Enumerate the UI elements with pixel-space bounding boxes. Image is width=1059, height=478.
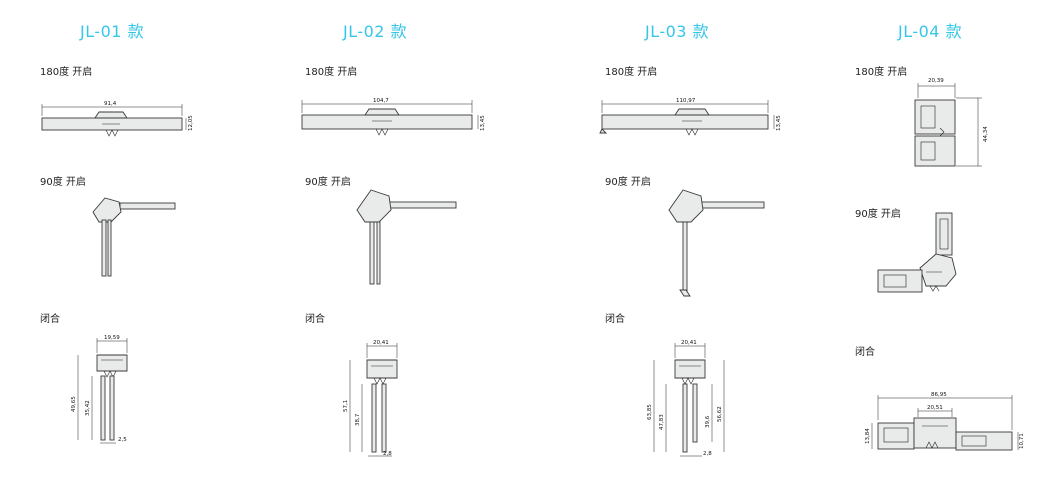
jl01-label-closed: 闭合 bbox=[40, 314, 60, 325]
jl03-open90-drawing bbox=[668, 189, 765, 297]
model-title-jl04: JL-04 款 bbox=[898, 22, 963, 41]
jl04-label-180: 180度 开启 bbox=[855, 67, 908, 78]
jl01-label-180: 180度 开启 bbox=[40, 67, 93, 78]
jl01-dim-closed-base: 2,5 bbox=[118, 437, 127, 443]
jl01-open90-drawing bbox=[92, 197, 176, 277]
jl01-dim-open180-width: 91,4 bbox=[104, 101, 117, 107]
jl03-label-180: 180度 开启 bbox=[605, 67, 658, 78]
jl02-dim-closed-height1: 57,1 bbox=[343, 400, 349, 412]
jl03-dim-closed-height1: 63,85 bbox=[647, 404, 653, 420]
jl04-dim-closed-height-left: 13,84 bbox=[865, 428, 871, 444]
jl01-dim-closed-height1: 49,65 bbox=[71, 396, 77, 412]
jl01-dim-closed-height2: 35,42 bbox=[85, 400, 91, 416]
jl02-open90-drawing bbox=[356, 189, 457, 285]
jl03-dim-closed-height2: 47,83 bbox=[659, 414, 665, 430]
jl02-dim-closed-base: 2,8 bbox=[383, 451, 392, 457]
jl01-label-90: 90度 开启 bbox=[40, 177, 86, 188]
jl03-closed-drawing: 20,41 63,85 47,83 39,6 56,62 2,8 bbox=[647, 340, 725, 457]
jl02-dim-open180-height: 13,45 bbox=[480, 115, 486, 131]
jl03-dim-open180-width: 110,97 bbox=[676, 98, 696, 104]
jl02-label-180: 180度 开启 bbox=[305, 67, 358, 78]
model-title-jl02: JL-02 款 bbox=[343, 22, 408, 41]
jl02-dim-closed-height2: 38,7 bbox=[355, 413, 361, 426]
jl03-dim-closed-width: 20,41 bbox=[681, 340, 697, 346]
jl02-dim-open180-width: 104,7 bbox=[373, 98, 389, 104]
jl04-dim-open180-height: 44,34 bbox=[983, 126, 989, 142]
jl04-label-closed: 闭合 bbox=[855, 347, 875, 358]
jl02-open180-drawing: 104,7 13,45 bbox=[301, 98, 486, 136]
jl04-dim-closed-width: 86,95 bbox=[931, 392, 947, 398]
jl03-dim-open180-height: 13,45 bbox=[776, 115, 782, 131]
model-title-jl03: JL-03 款 bbox=[645, 22, 710, 41]
jl03-dim-closed-height3: 39,6 bbox=[705, 415, 711, 428]
jl03-label-90: 90度 开启 bbox=[605, 177, 651, 188]
jl04-label-90: 90度 开启 bbox=[855, 209, 901, 220]
jl03-open180-drawing: 110,97 13,45 bbox=[599, 98, 782, 136]
jl02-label-closed: 闭合 bbox=[305, 314, 325, 325]
jl03-dim-closed-height4: 56,62 bbox=[717, 406, 723, 422]
jl04-dim-closed-height-right: 10,71 bbox=[1019, 433, 1025, 449]
jl03-dim-closed-base: 2,8 bbox=[703, 451, 712, 457]
jl02-closed-drawing: 20,41 57,1 38,7 2,8 bbox=[343, 340, 398, 457]
jl04-dim-open180-width: 20,39 bbox=[928, 78, 944, 84]
jl03-label-closed: 闭合 bbox=[605, 314, 625, 325]
jl04-open90-drawing bbox=[877, 212, 957, 293]
jl04-dim-closed-inner: 20,51 bbox=[927, 405, 943, 411]
jl04-closed-drawing: 86,95 20,51 13,84 10,71 bbox=[865, 392, 1025, 451]
jl01-dim-closed-width: 19,59 bbox=[104, 335, 120, 341]
jl02-label-90: 90度 开启 bbox=[305, 177, 351, 188]
model-title-jl01: JL-01 款 bbox=[80, 22, 145, 41]
jl01-closed-drawing: 19,59 49,65 35,42 2,5 bbox=[71, 335, 128, 444]
jl01-open180-drawing: 91,4 12,05 bbox=[41, 101, 194, 137]
jl02-dim-closed-width: 20,41 bbox=[373, 340, 389, 346]
jl04-open180-drawing: 20,39 44,34 bbox=[914, 78, 989, 167]
jl01-dim-open180-height: 12,05 bbox=[188, 115, 194, 131]
